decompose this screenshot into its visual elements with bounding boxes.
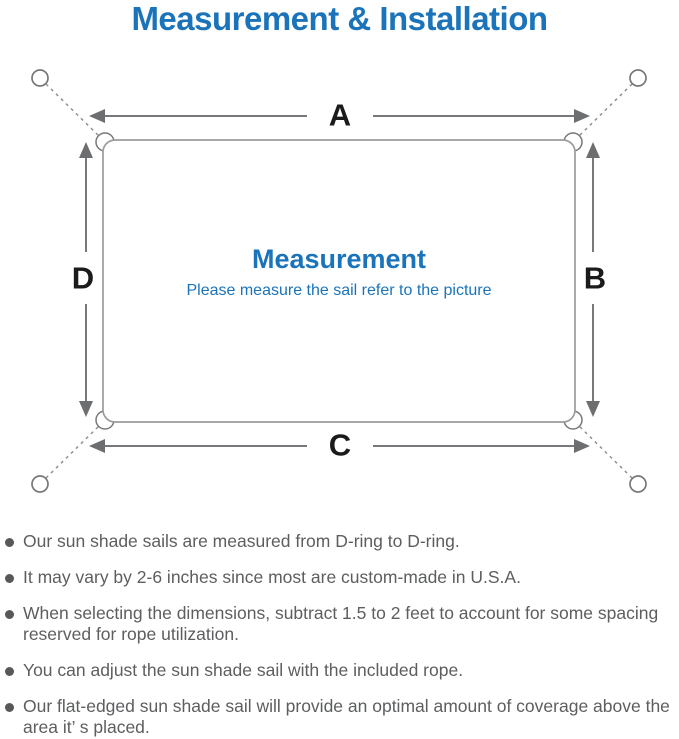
bullet-dot xyxy=(5,702,14,712)
note-text: It may vary by 2-6 inches since most are… xyxy=(23,567,521,587)
dimension-label-d: D xyxy=(71,260,95,296)
list-item: Our sun shade sails are measured from D-… xyxy=(0,531,673,552)
list-item: Our flat-edged sun shade sail will provi… xyxy=(0,696,673,738)
diagram-center-heading: Measurement xyxy=(251,244,427,274)
arrowhead-c-left xyxy=(89,439,105,453)
anchor-ring-top-left xyxy=(31,69,49,87)
rope-dash-line-bottom-left xyxy=(45,424,101,479)
bullet-dot xyxy=(5,537,14,547)
note-text: When selecting the dimensions, subtract … xyxy=(23,603,659,644)
dimension-label-c: C xyxy=(328,427,352,463)
rope-dash-line-top-left xyxy=(45,83,101,138)
anchor-ring-top-right xyxy=(629,69,647,87)
anchor-ring-bottom-right xyxy=(629,475,647,493)
note-text: You can adjust the sun shade sail with t… xyxy=(23,660,464,680)
bullet-dot xyxy=(5,609,14,619)
list-item: It may vary by 2-6 inches since most are… xyxy=(0,567,673,588)
page-title: Measurement & Installation xyxy=(131,0,548,37)
anchor-ring-bottom-left xyxy=(31,475,49,493)
arrowhead-a-left xyxy=(89,109,105,123)
arrowhead-d-down xyxy=(79,401,93,417)
arrowhead-b-down xyxy=(586,401,600,417)
bullet-dot xyxy=(5,573,14,583)
arrowhead-d-up xyxy=(79,142,93,158)
notes-list: Our sun shade sails are measured from D-… xyxy=(0,531,679,738)
list-item: You can adjust the sun shade sail with t… xyxy=(0,660,673,681)
list-item: When selecting the dimensions, subtract … xyxy=(0,603,673,645)
sail-rectangle xyxy=(102,139,576,423)
measurement-diagram: A B C D Measurement Please measure the s… xyxy=(31,69,647,493)
arrowhead-b-up xyxy=(586,142,600,158)
rope-dash-line-bottom-right xyxy=(577,424,633,479)
diagram-canvas xyxy=(31,69,647,493)
dimension-label-a: A xyxy=(328,97,352,133)
dimension-label-b: B xyxy=(583,260,607,296)
bullet-dot xyxy=(5,666,14,676)
diagram-center-subtitle: Please measure the sail refer to the pic… xyxy=(186,282,492,299)
rope-dash-line-top-right xyxy=(577,83,633,138)
arrowhead-c-right xyxy=(574,439,590,453)
arrowhead-a-right xyxy=(574,109,590,123)
note-text: Our flat-edged sun shade sail will provi… xyxy=(23,696,670,737)
diagram-center-text: Measurement Please measure the sail refe… xyxy=(186,244,491,300)
note-text: Our sun shade sails are measured from D-… xyxy=(23,531,460,551)
